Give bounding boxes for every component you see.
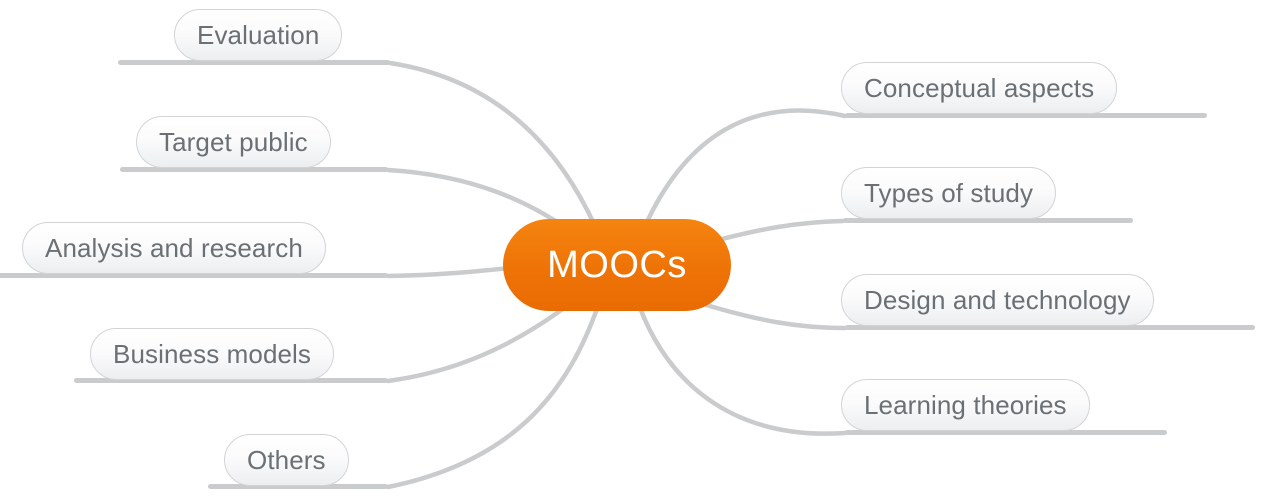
connector-evaluation [387, 60, 598, 229]
underline-business-models [74, 378, 388, 383]
underline-analysis-research [0, 273, 388, 278]
branch-conceptual-aspects[interactable]: Conceptual aspects [841, 62, 1118, 114]
connector-conceptual-aspects [642, 108, 848, 229]
branch-analysis-and-research-label: Analysis and research [45, 232, 303, 263]
branch-design-and-technology[interactable]: Design and technology [841, 274, 1154, 326]
branch-learning-theories[interactable]: Learning theories [841, 379, 1090, 431]
branch-analysis-and-research[interactable]: Analysis and research [22, 222, 326, 274]
branch-conceptual-aspects-label: Conceptual aspects [864, 72, 1095, 103]
underline-others [208, 484, 388, 489]
branch-evaluation-label: Evaluation [197, 19, 320, 50]
connector-design-technology [687, 297, 848, 331]
underline-types-of-study [843, 218, 1133, 223]
connector-learning-theories [637, 305, 848, 436]
underline-design-technology [845, 325, 1255, 330]
branch-target-public[interactable]: Target public [136, 116, 331, 168]
underline-learning-theories [845, 430, 1167, 435]
branch-types-of-study[interactable]: Types of study [841, 167, 1057, 219]
branch-design-and-technology-label: Design and technology [864, 284, 1131, 315]
connector-others [385, 303, 601, 490]
branch-others-label: Others [247, 444, 326, 475]
branch-evaluation[interactable]: Evaluation [174, 9, 343, 61]
underline-conceptual-aspects [845, 113, 1207, 118]
branch-business-models[interactable]: Business models [90, 328, 335, 380]
branch-others[interactable]: Others [224, 434, 349, 486]
center-node-label: MOOCs [547, 243, 687, 286]
connector-analysis-research [385, 265, 513, 279]
branch-types-of-study-label: Types of study [864, 177, 1034, 208]
branch-business-models-label: Business models [113, 338, 312, 369]
underline-target-public [120, 167, 388, 172]
center-node-moocs[interactable]: MOOCs [503, 219, 731, 311]
underline-evaluation [118, 60, 390, 65]
branch-learning-theories-label: Learning theories [864, 389, 1067, 420]
branch-target-public-label: Target public [159, 126, 308, 157]
